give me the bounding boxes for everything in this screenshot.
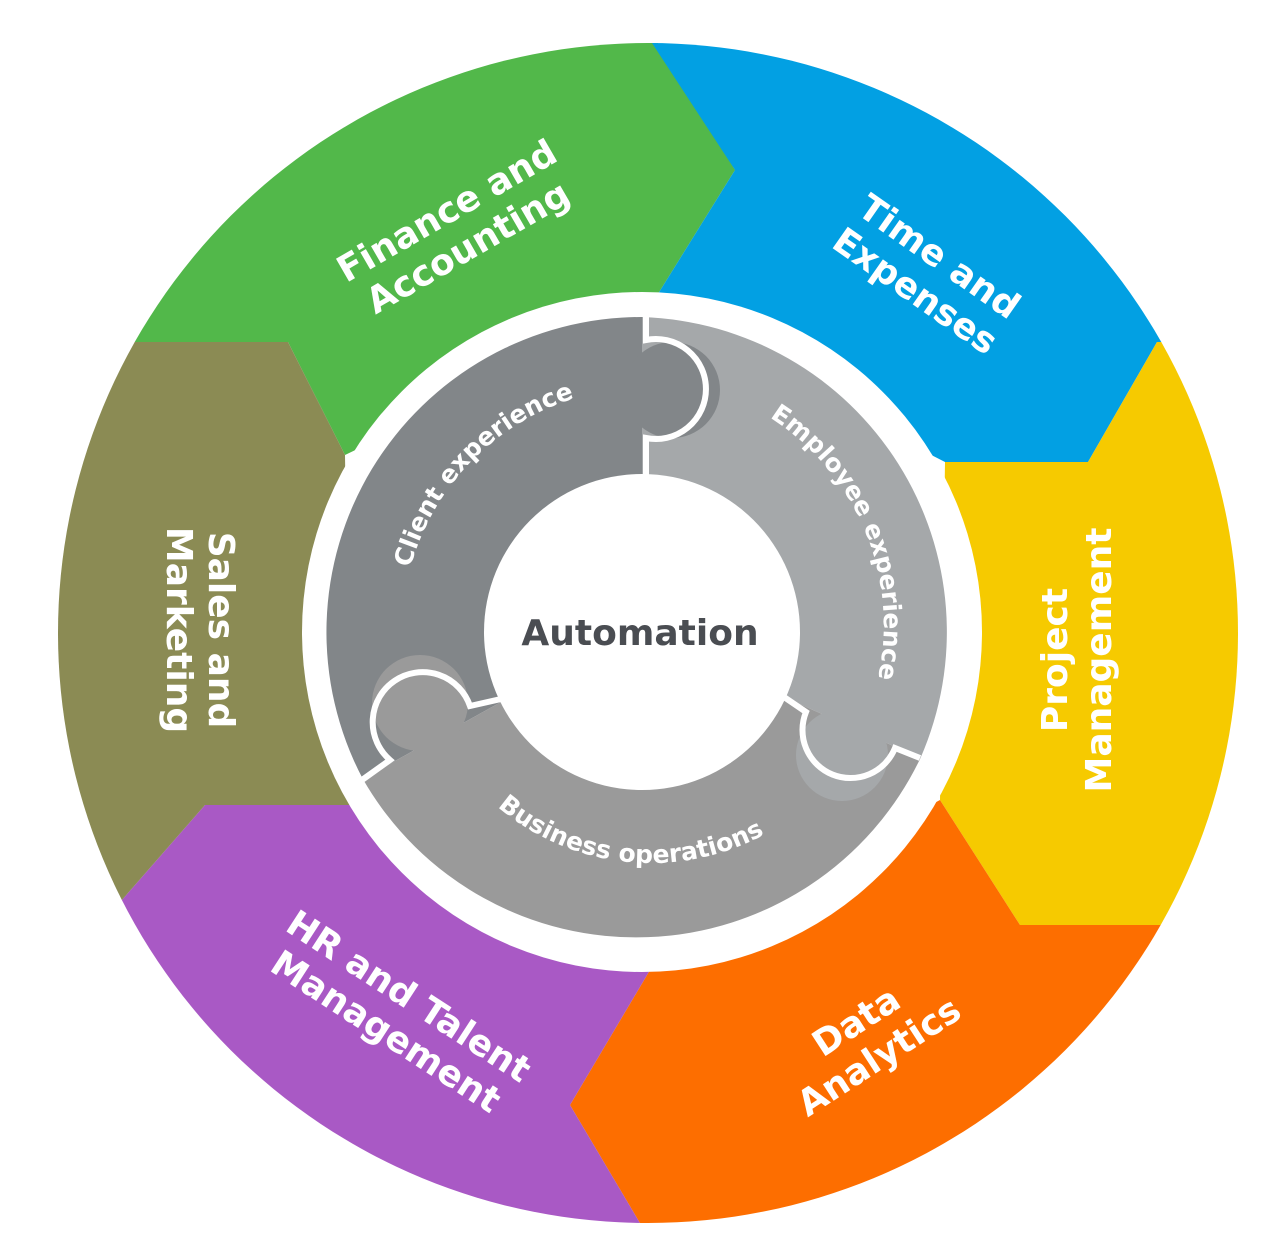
- inner-puzzle-ring: [326, 316, 947, 938]
- svg-text:Project: Project: [1035, 588, 1076, 732]
- svg-text:Sales and: Sales and: [200, 532, 241, 729]
- sales-marketing-segment[interactable]: [40, 342, 350, 925]
- business-operations-piece[interactable]: [362, 697, 921, 938]
- center-circle: [484, 474, 800, 790]
- sales-marketing-label: Sales and Marketing: [158, 527, 241, 733]
- project-management-label: Project Management: [1035, 528, 1120, 793]
- automation-label: Automation: [521, 613, 758, 654]
- svg-text:Marketing: Marketing: [158, 527, 199, 733]
- project-management-segment[interactable]: [940, 342, 1260, 925]
- employee-experience-piece[interactable]: [642, 317, 947, 759]
- puzzle-seams: [360, 317, 922, 783]
- svg-text:Management: Management: [1079, 528, 1120, 793]
